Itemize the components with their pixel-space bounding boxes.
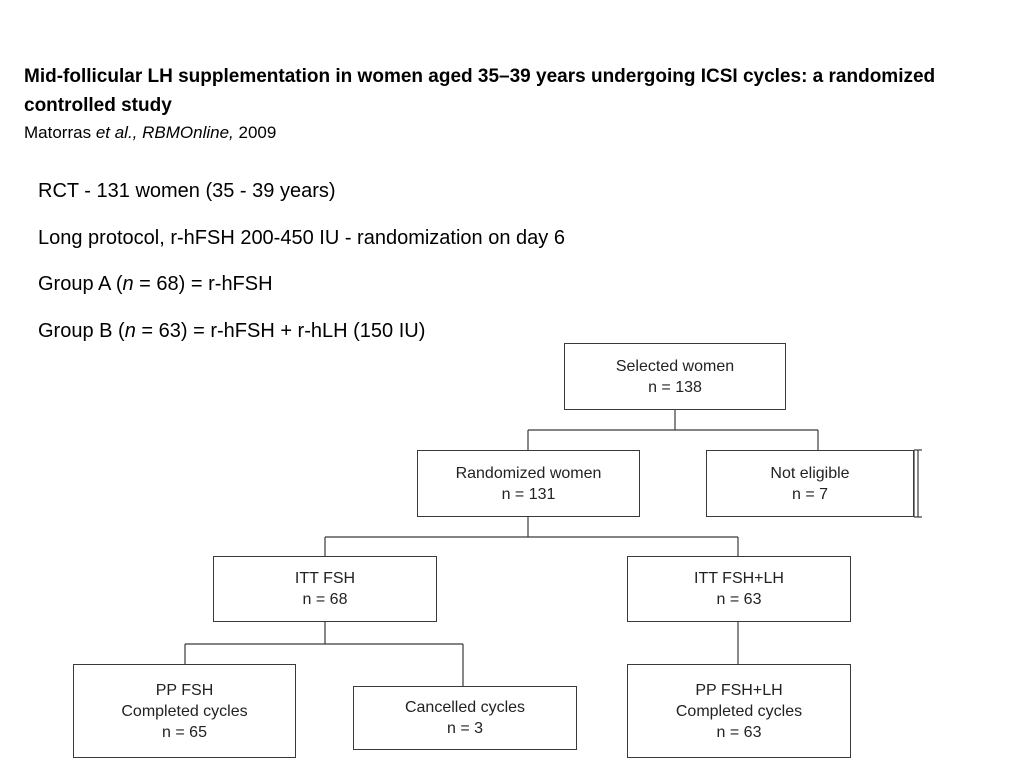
pp-fsh-count: n = 65 [162, 723, 207, 741]
not-eligible-label: Not eligible [770, 464, 850, 482]
cancelled-cycles-box: Cancelled cycles n = 3 [353, 686, 577, 750]
pp-fsh-lh-sublabel: Completed cycles [675, 702, 803, 720]
group-b-n: n [124, 319, 136, 342]
pp-fsh-lh-count: n = 63 [716, 723, 762, 741]
summary-rct: RCT - 131 women (35 - 39 years) [38, 180, 336, 202]
group-b-prefix: Group B ( [38, 319, 125, 342]
group-a-n: n [122, 273, 134, 295]
pp-fsh-lh-box: PP FSH+LH Completed cycles n = 63 [627, 664, 851, 758]
cancelled-cycles-label: Cancelled cycles [404, 699, 526, 716]
randomized-women-count: n = 131 [501, 485, 556, 503]
itt-fsh-lh-box: ITT FSH+LH n = 63 [627, 556, 851, 622]
not-eligible-count: n = 7 [791, 485, 829, 503]
itt-fsh-lh-count: n = 63 [716, 591, 762, 608]
group-a-prefix: Group A ( [38, 273, 123, 295]
group-b-suffix: = 63) = r-hFSH + r-hLH (150 IU) [135, 319, 426, 342]
selected-women-box: Selected women n = 138 [564, 343, 786, 410]
citation-author: Matorras [24, 123, 92, 142]
randomized-women-label: Randomized women [455, 464, 602, 482]
cancelled-cycles-count: n = 3 [446, 720, 484, 737]
citation: Matorras et al., RBMOnline, 2009 [24, 121, 276, 145]
selected-women-label: Selected women [615, 357, 735, 375]
itt-fsh-count: n = 68 [302, 591, 348, 608]
selected-women-count: n = 138 [648, 378, 702, 396]
pp-fsh-sublabel: Completed cycles [121, 702, 248, 720]
slide-title: Mid-follicular LH supplementation in wom… [24, 66, 936, 116]
not-eligible-box: Not eligible n = 7 [706, 450, 914, 517]
citation-etal: et al., [95, 123, 138, 142]
summary-group-b: Group B (n = 63) = r-hFSH + r-hLH (150 I… [38, 316, 565, 363]
pp-fsh-lh-label: PP FSH+LH [695, 681, 783, 699]
summary-protocol: Long protocol, r-hFSH 200-450 IU - rando… [38, 226, 565, 249]
summary-group-a: Group A (n = 68) = r-hFSH [38, 269, 565, 316]
study-summary: RCT - 131 women (35 - 39 years) Long pro… [38, 176, 565, 362]
itt-fsh-lh-label: ITT FSH+LH [694, 570, 784, 587]
group-a-suffix: = 68) = r-hFSH [133, 273, 273, 295]
pp-fsh-label: PP FSH [155, 681, 214, 699]
pp-fsh-box: PP FSH Completed cycles n = 65 [73, 664, 296, 758]
itt-fsh-box: ITT FSH n = 68 [213, 556, 437, 622]
citation-journal: RBMOnline, [142, 123, 234, 142]
citation-year: 2009 [238, 123, 277, 142]
itt-fsh-label: ITT FSH [294, 570, 356, 587]
randomized-women-box: Randomized women n = 131 [417, 450, 640, 517]
